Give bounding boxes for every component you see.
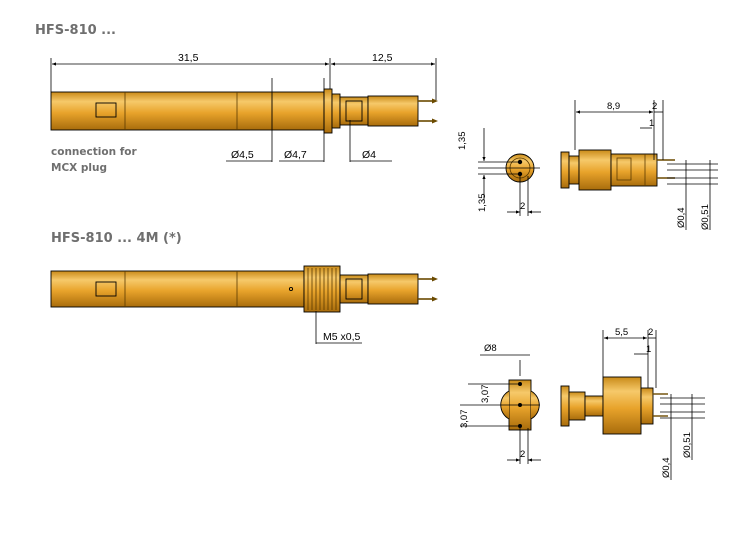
side-len-b: 5,5 bbox=[615, 327, 628, 338]
dia-4: Ø4 bbox=[362, 149, 376, 161]
dim-length: 31,5 bbox=[178, 52, 199, 64]
front-dia8: Ø8 bbox=[484, 343, 497, 354]
top-front-view: 1,35 1,35 2 bbox=[457, 128, 541, 216]
dia-45: Ø4,5 bbox=[231, 149, 254, 161]
top-diameters: Ø4,5 Ø4,7 Ø4 bbox=[226, 78, 392, 162]
caption-line2: MCX plug bbox=[51, 162, 107, 174]
thread-dimension: M5 x0,5 bbox=[315, 311, 362, 344]
side-pitch-b: 2 bbox=[648, 327, 653, 338]
bottom-title: HFS-810 ... 4M (*) bbox=[51, 231, 182, 246]
dim-tip: 12,5 bbox=[372, 52, 393, 64]
side-len: 8,9 bbox=[607, 101, 620, 112]
bottom-probe bbox=[50, 265, 438, 313]
side-dia-pin: Ø0,4 bbox=[676, 207, 687, 228]
front-horiz-b: 2 bbox=[520, 449, 525, 460]
side-pitch: 2 bbox=[652, 101, 657, 112]
front-vert-lower: 1,35 bbox=[477, 194, 488, 213]
bottom-front-view: Ø8 3,07 3,07 2 bbox=[459, 343, 541, 464]
top-side-view: 8,9 2 1 Ø0,4 Ø0,51 bbox=[560, 100, 718, 230]
side-small-b: 1 bbox=[646, 344, 651, 355]
front-vert-inner: 3,07 bbox=[480, 385, 491, 404]
caption-line1: connection for bbox=[51, 146, 137, 158]
side-small: 1 bbox=[649, 118, 654, 129]
dia-47: Ø4,7 bbox=[284, 149, 307, 161]
front-vert-outer: 3,07 bbox=[459, 410, 470, 429]
front-horiz: 2 bbox=[520, 201, 525, 212]
side-dia-pin2-b: Ø0,51 bbox=[682, 432, 693, 458]
side-dia-pin-b: Ø0,4 bbox=[661, 457, 672, 478]
front-vert-upper: 1,35 bbox=[457, 132, 468, 151]
top-probe bbox=[50, 88, 438, 134]
side-dia-pin2: Ø0,51 bbox=[700, 204, 711, 230]
top-title: HFS-810 ... bbox=[35, 23, 116, 38]
top-length-dimensions: 31,5 12,5 bbox=[50, 52, 437, 100]
bottom-side-view: 5,5 2 1 Ø0,4 Ø0,51 bbox=[560, 327, 705, 480]
thread-label: M5 x0,5 bbox=[323, 331, 361, 343]
